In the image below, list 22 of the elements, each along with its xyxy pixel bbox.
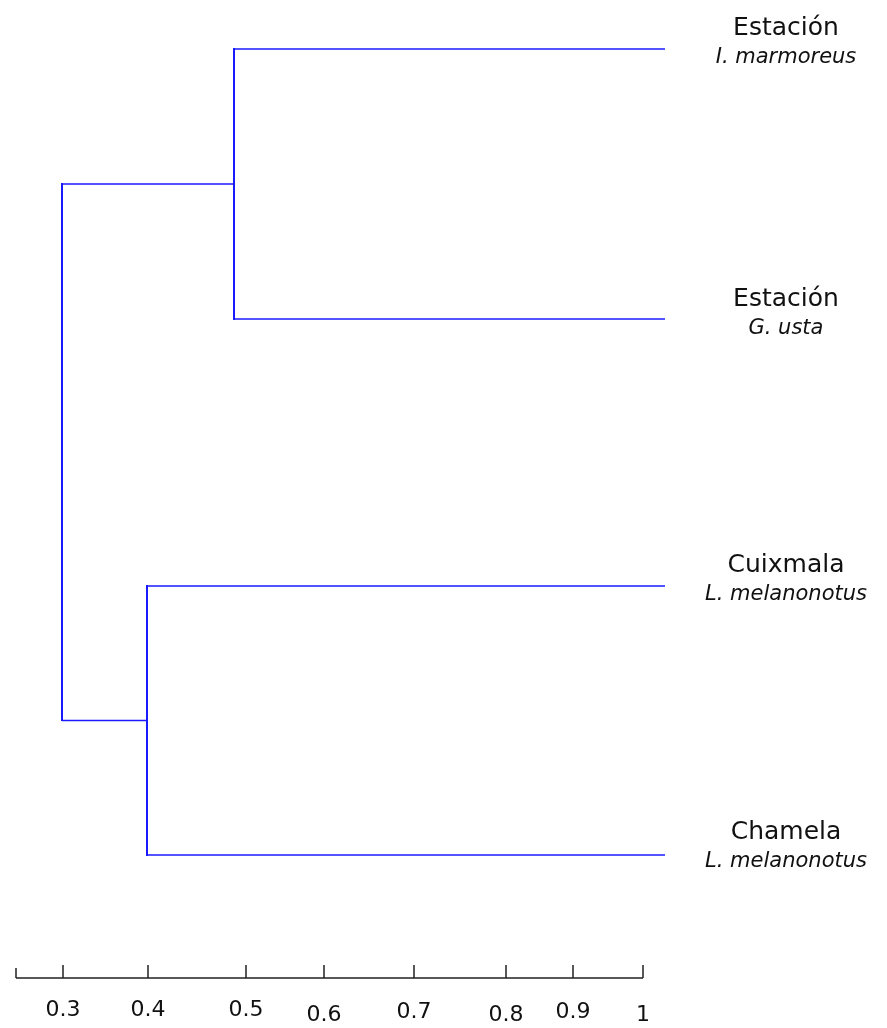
axis-tick-label: 0.7 <box>396 998 432 1023</box>
site-name: Estación <box>733 12 839 42</box>
branch-line <box>146 585 666 587</box>
species-name: I. marmoreus <box>715 43 857 70</box>
site-name: Chamela <box>730 816 842 846</box>
branch-line <box>233 318 666 320</box>
species-name: L. melanonotus <box>705 580 867 607</box>
axis-tick-label: 1 <box>636 1001 650 1026</box>
species-name: L. melanonotus <box>705 847 867 874</box>
site-name: Cuixmala <box>727 549 845 579</box>
axis-tick-label: 0.4 <box>130 996 166 1021</box>
branch-line <box>61 183 235 185</box>
branch-line <box>146 854 666 856</box>
axis-tick-label: 0.5 <box>228 996 264 1021</box>
site-name: Estación <box>733 283 839 313</box>
branch-line <box>61 719 148 722</box>
axis-tick-label: 0.3 <box>45 996 81 1021</box>
species-name: G. usta <box>748 314 824 341</box>
axis-tick-label: 0.9 <box>555 998 591 1023</box>
axis-tick-label: 0.6 <box>306 1001 342 1026</box>
axis-tick-label: 0.8 <box>488 1001 524 1026</box>
branch-line <box>233 48 666 50</box>
